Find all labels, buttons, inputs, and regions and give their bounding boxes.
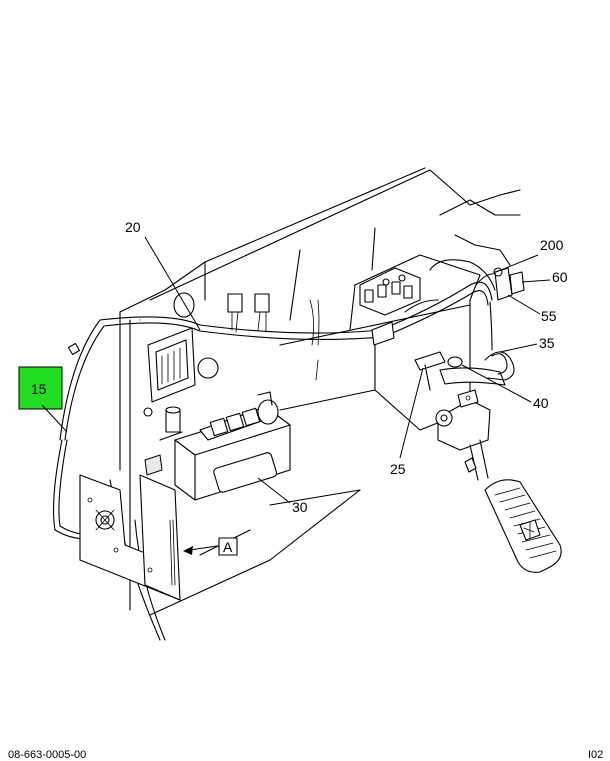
throttle-pedal — [435, 389, 562, 573]
pedal-bracket-clips — [414, 301, 515, 391]
callout-30: 30 — [292, 499, 308, 515]
bulkhead-connector — [147, 292, 196, 403]
callout-35: 35 — [539, 335, 555, 351]
bracket-plate — [79, 454, 181, 601]
callout-200: 200 — [540, 237, 564, 253]
drawing-number: 08-663-0005-00 — [8, 749, 87, 761]
relay-block — [359, 267, 421, 316]
callout-40: 40 — [533, 395, 549, 411]
callout-60: 60 — [552, 269, 568, 285]
callout-15-highlight — [18, 366, 63, 410]
callout-55: 55 — [541, 308, 557, 324]
upper-connectors — [227, 293, 320, 381]
callout-25: 25 — [390, 461, 406, 477]
connector-group-200-60-55 — [493, 267, 525, 301]
callout-15: 15 — [31, 381, 47, 397]
callouts: 15 20 200 60 55 35 40 25 30 A — [18, 219, 568, 556]
cab-structure — [109, 167, 521, 641]
view-a-box — [218, 537, 238, 556]
sheet-code: I02 — [588, 749, 604, 761]
callout-20: 20 — [125, 219, 141, 235]
callout-a: A — [223, 539, 233, 555]
module-box-30 — [159, 391, 291, 501]
